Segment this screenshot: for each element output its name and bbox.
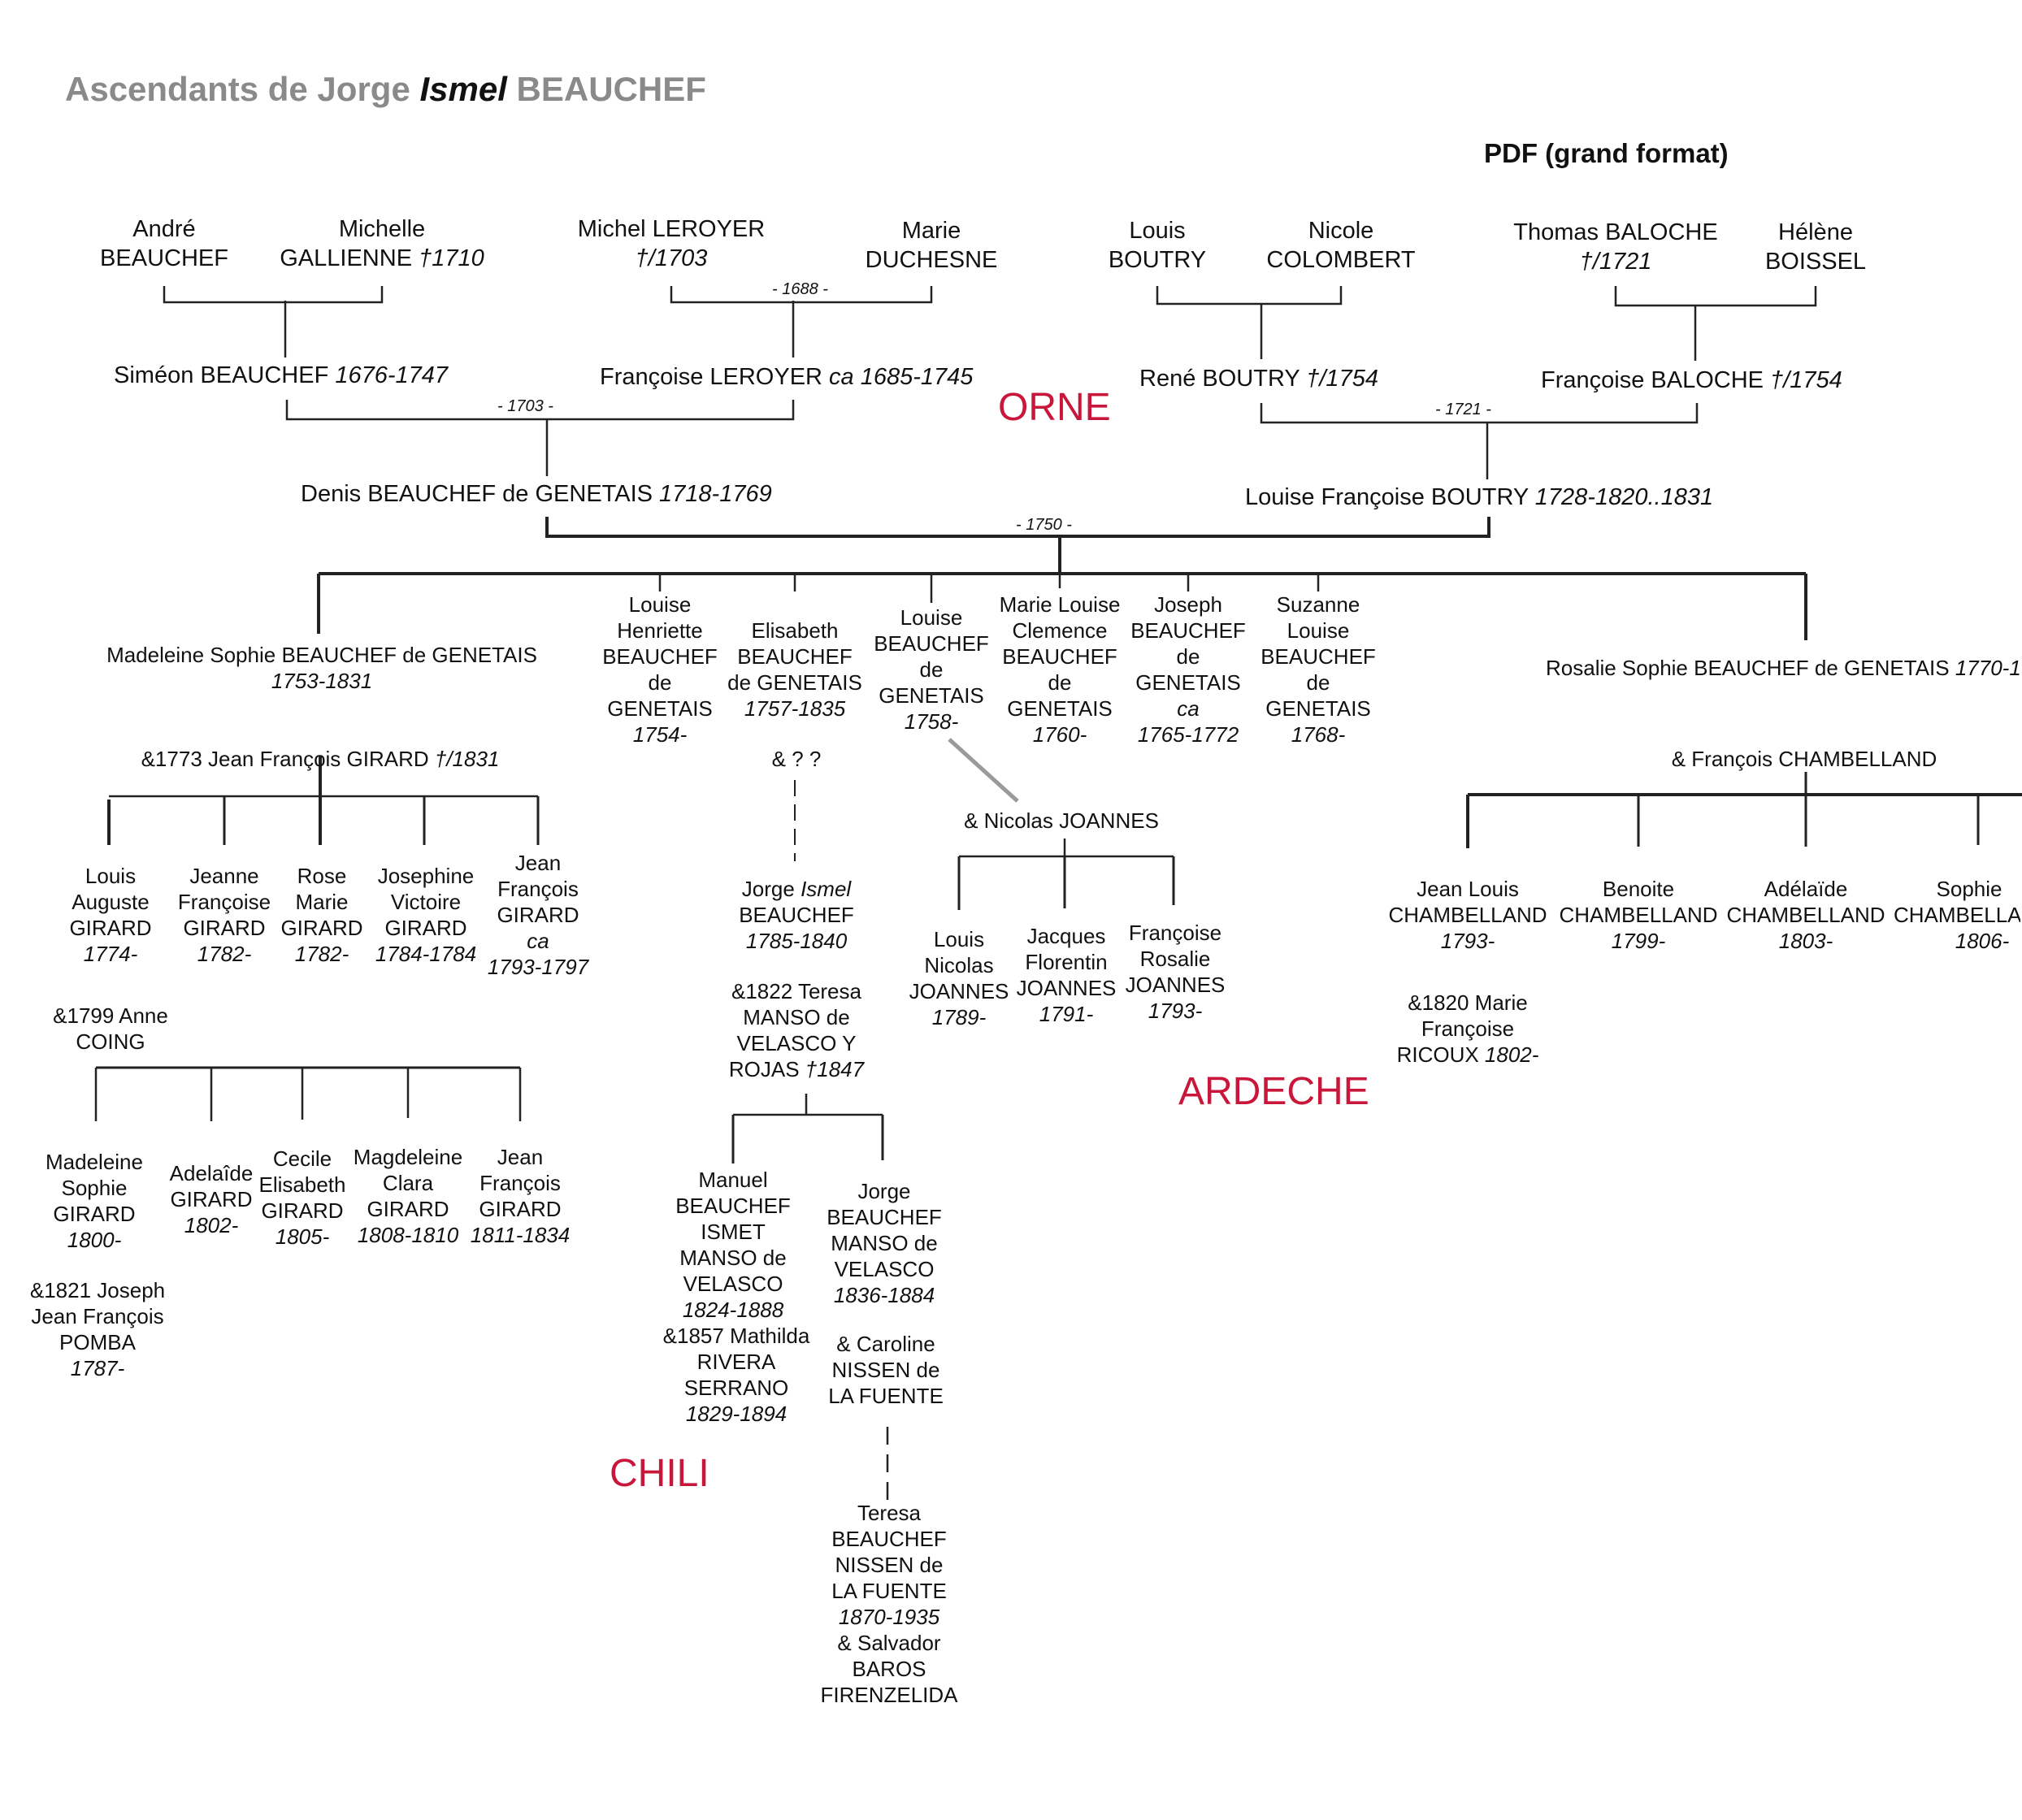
spouse-chambelland: & François CHAMBELLAND (1671, 747, 1937, 771)
region-label-ardeche: ARDECHE (1178, 1070, 1369, 1113)
region-label-orne: ORNE (998, 386, 1111, 429)
marriage-year-1688: - 1688 - (772, 280, 828, 298)
pdf-link[interactable]: PDF (grand format) (1484, 138, 1729, 168)
page-title: Ascendants de Jorge Ismel BEAUCHEF (65, 70, 706, 108)
person-louise-francoise-boutry: Louise Françoise BOUTRY 1728-1820..1831 (1245, 484, 1714, 510)
person-denis-beauchef: Denis BEAUCHEF de GENETAIS 1718-1769 (301, 481, 772, 507)
marriage-year-1703: - 1703 - (497, 397, 553, 415)
spouse-joannes: & Nicolas JOANNES (964, 808, 1159, 833)
spouse-girard: &1773 Jean François GIRARD †/1831 (141, 747, 500, 771)
spouse-unknown: & ? ? (771, 747, 822, 771)
person-rene-boutry: René BOUTRY †/1754 (1139, 366, 1378, 392)
marriage-year-1721: - 1721 - (1435, 401, 1491, 418)
person-thomas-baloche: Thomas BALOCHE†/1721 (1513, 219, 1718, 275)
person-rosalie-sophie: Rosalie Sophie BEAUCHEF de GENETAIS 1770… (1546, 656, 2021, 680)
person-francoise-leroyer: Françoise LEROYER ca 1685-1745 (600, 364, 974, 390)
person-francoise-baloche: Françoise BALOCHE †/1754 (1541, 367, 1842, 393)
person-michel-leroyer: Michel LEROYER†/1703 (577, 216, 766, 271)
marriage-year-1750: - 1750 - (1016, 516, 1072, 534)
region-label-chili: CHILI (610, 1452, 709, 1495)
person-simeon-beauchef: Siméon BEAUCHEF 1676-1747 (114, 362, 449, 388)
